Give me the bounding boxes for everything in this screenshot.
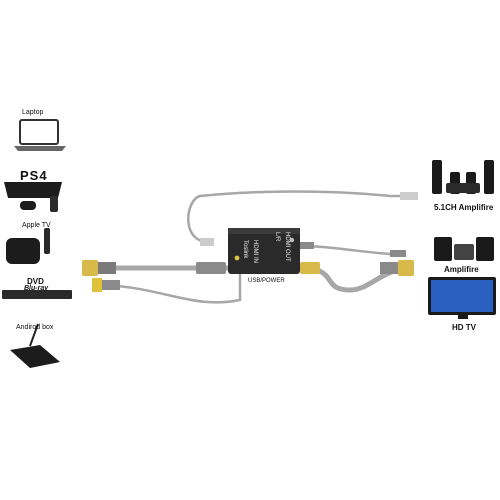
optical-cable [187,190,410,244]
converter-label-toslink: Toslink [242,240,248,259]
laptop-icon [14,119,66,151]
dvd-label: DVD [27,277,44,286]
laptop-label: Laptop [22,109,44,116]
apple-tv-icon [6,228,50,264]
amp51-icon [432,160,494,194]
converter-label-hdmi-in: HDMI IN [252,240,258,263]
converter-box [228,228,300,274]
usb-connector-plug [92,278,120,292]
ps4-logo: PS4 [20,168,48,183]
ps4-icon [4,182,62,212]
amplifier-label: Amplifire [444,265,479,274]
android-box-label: Andirod box [16,324,54,331]
hdmi-connector-into-box [196,262,226,274]
hdmi-out-cable [299,265,411,293]
hdtv-icon [428,277,496,319]
audio-connector-plug [300,242,406,257]
converter-label-hdmi-out: HDMI OUT [284,232,290,262]
hdmi-connector-left-plug [82,260,116,276]
converter-label-usb: USB/POWER [248,278,285,284]
converter-label-lr: L/R [274,232,280,242]
hdmi-connector-tv-plug [380,260,414,276]
amp51-label: 5.1CH Amplifire [434,203,494,212]
apple-tv-label: Apple TV [22,222,51,229]
hdtv-label: HD TV [452,323,476,332]
bluray-label: Blu-ray [24,285,49,292]
amplifier-icon [434,237,494,261]
optical-connector-plug [200,192,418,246]
dvd-bluray-icon [2,290,72,299]
android-box-icon [10,323,60,368]
hdmi-connector-out-box [300,262,320,274]
